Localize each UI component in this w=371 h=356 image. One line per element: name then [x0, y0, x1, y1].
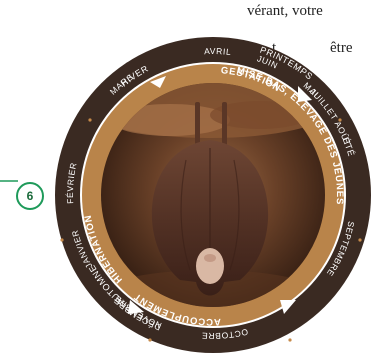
month-avril: AVRIL [204, 46, 232, 57]
marker-number: 6 [27, 189, 34, 203]
